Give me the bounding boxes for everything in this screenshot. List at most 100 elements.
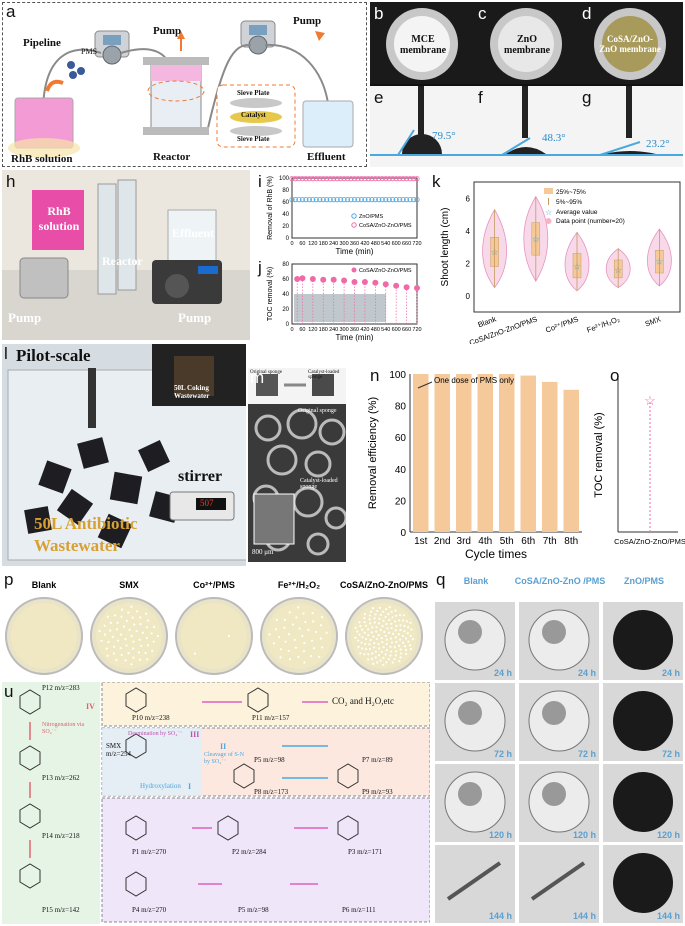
y-tick-label: 60 xyxy=(395,433,407,444)
colony-dot xyxy=(358,621,361,624)
dead-embryo-icon xyxy=(613,853,673,913)
data-point-zno xyxy=(348,196,354,203)
colony-dot xyxy=(295,616,298,619)
x-tick-label: Blank xyxy=(477,314,498,329)
bar xyxy=(477,374,493,532)
colony-dot xyxy=(361,628,364,631)
colony-dot xyxy=(405,652,408,656)
colony-dot xyxy=(399,629,402,632)
colony-dot xyxy=(379,628,382,631)
pms-dot-icon xyxy=(77,67,85,75)
colony-dot xyxy=(401,641,405,644)
colony-dot xyxy=(127,611,130,614)
pump-2-head xyxy=(165,274,189,298)
data-point-co xyxy=(289,175,295,182)
scale-label: 800 μm xyxy=(252,548,274,556)
petri-label: Blank xyxy=(32,580,58,590)
colony-dot xyxy=(193,652,196,655)
colony-dot xyxy=(398,614,402,617)
colony-dot xyxy=(385,643,388,646)
legend-marker xyxy=(351,213,357,219)
colony-dot xyxy=(367,634,370,637)
colony-dot xyxy=(367,658,370,661)
data-point-zno xyxy=(358,196,365,203)
colony-dot xyxy=(380,636,383,640)
data-point-zno xyxy=(365,196,371,203)
deam-label: Desmination by SO₄˙⁻ xyxy=(128,731,183,737)
colony-dot xyxy=(363,620,366,624)
data-point xyxy=(361,279,368,285)
colony-dot xyxy=(385,661,388,664)
data-point xyxy=(403,284,410,291)
data-point-zno xyxy=(289,196,295,203)
colony-dot xyxy=(131,616,134,619)
data-point xyxy=(414,285,420,291)
reactor-liquid xyxy=(151,65,201,81)
colony-dot xyxy=(312,647,316,650)
colony-dot xyxy=(393,657,396,661)
colony-dot xyxy=(369,622,372,625)
colony-dot xyxy=(109,621,112,624)
y-tick-label: 60 xyxy=(282,277,289,283)
pump1-label: Pump xyxy=(8,310,42,325)
colony-dot xyxy=(390,641,394,644)
data-point-zno xyxy=(400,196,406,203)
panel-bg: MCE membrane ZnO membrane CoSA/ZnO-ZnO m… xyxy=(370,2,683,167)
colony-dot xyxy=(284,640,287,643)
antibiotic-label-1: 50L Antibiotic xyxy=(34,514,138,533)
data-point-zno xyxy=(306,196,312,203)
plot-frame xyxy=(291,177,418,239)
panel-a-drawing xyxy=(8,20,354,158)
data-point-co xyxy=(313,175,319,182)
colony-dot xyxy=(146,658,149,661)
mean-star-icon: ☆ xyxy=(614,265,622,275)
colony-dot xyxy=(312,620,315,623)
panel-u-drawing xyxy=(2,682,430,924)
sieve-bottom-icon xyxy=(230,126,282,136)
colony-dot xyxy=(376,661,379,664)
colony-dot xyxy=(409,647,413,651)
pipeline-4 xyxy=(264,43,329,104)
stirrer-display xyxy=(196,498,226,510)
pathway-arrows xyxy=(29,701,328,885)
reactor-column xyxy=(97,183,117,295)
colony-dot xyxy=(374,650,377,653)
sponge1-label: Original sponge xyxy=(250,370,283,375)
colony-dot xyxy=(363,613,367,616)
data-point-co xyxy=(306,175,312,182)
colony-dot xyxy=(377,633,380,637)
panel-label-n: n xyxy=(370,366,380,385)
data-point-co xyxy=(372,175,378,182)
colony-dot xyxy=(140,644,143,648)
data-point xyxy=(382,281,389,288)
x-tick-label: 120 xyxy=(308,241,317,247)
colony-dot xyxy=(302,650,306,653)
x-tick-label: 60 xyxy=(299,327,305,333)
data-point-zno xyxy=(393,196,399,203)
rhb-label: RhB solution xyxy=(38,204,80,233)
colony-dot xyxy=(105,647,108,650)
molecule-rings xyxy=(19,687,359,897)
x-tick-label: 3rd xyxy=(457,536,471,547)
rhb-label: RhB solution xyxy=(11,153,73,165)
colony-dot xyxy=(361,636,364,639)
x-tick-label: SMX xyxy=(644,314,662,328)
loaded-sponge-icon xyxy=(312,374,334,396)
colony-dot xyxy=(115,628,119,631)
petri-agar xyxy=(181,603,247,669)
colony-dot xyxy=(125,644,128,647)
bar xyxy=(499,374,515,532)
colony-dot xyxy=(394,636,397,639)
data-point-co xyxy=(362,175,368,182)
rhb-beaker xyxy=(32,190,84,250)
data-point-zno xyxy=(296,196,302,203)
petri-label: Fe²⁺/H₂O₂ xyxy=(278,580,320,590)
legend-label: 25%~75% xyxy=(556,189,586,196)
data-point-zno xyxy=(383,196,389,203)
x-axis-label: Cycle times xyxy=(465,547,527,561)
colony-dot xyxy=(389,654,392,657)
p10-label: P10 m/z=238 xyxy=(132,714,170,722)
x-tick-label: 540 xyxy=(381,327,390,333)
colony-dot xyxy=(399,624,402,627)
